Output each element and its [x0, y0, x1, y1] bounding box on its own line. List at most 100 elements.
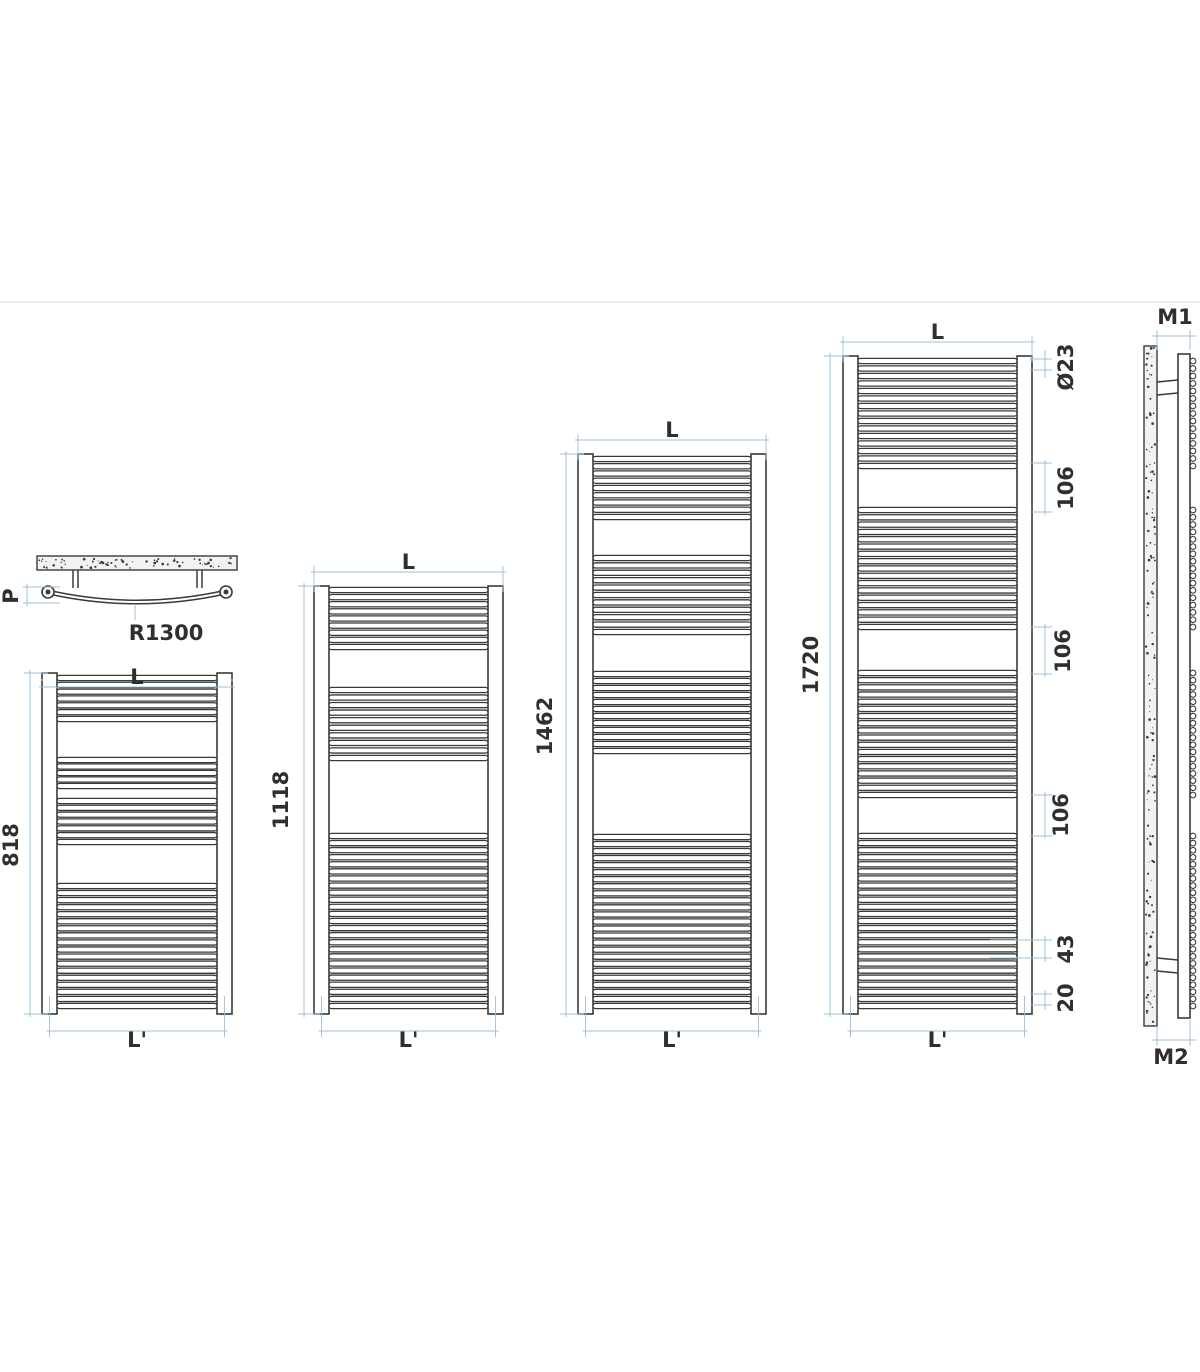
side-bar-end: [1189, 357, 1197, 365]
towel-bar: [857, 372, 1018, 380]
towel-bar: [56, 882, 218, 890]
towel-bar: [857, 447, 1018, 455]
wall-speck: [1153, 559, 1156, 562]
wall-speck: [176, 560, 179, 564]
side-bar-end: [1189, 676, 1197, 684]
wall-speck: [1145, 996, 1148, 999]
wall-speck: [1145, 961, 1149, 964]
towel-bar: [857, 741, 1018, 749]
wall-speck: [1151, 590, 1153, 593]
wall-speck: [1145, 932, 1148, 935]
wall-speck: [41, 558, 44, 561]
top-view-wall-texture: [38, 556, 232, 570]
wall-speck: [1153, 525, 1156, 529]
wall-speck: [129, 567, 131, 569]
towel-bar: [592, 628, 752, 636]
pitch-label: 43: [1054, 934, 1078, 963]
wall-speck: [52, 564, 55, 567]
wall-speck: [1146, 357, 1149, 360]
collector-left: [41, 672, 58, 1015]
towel-bar: [328, 586, 489, 594]
wall-speck: [115, 566, 117, 568]
towel-bar: [56, 674, 218, 682]
towel-bar: [328, 910, 489, 918]
side-bar-end: [1189, 960, 1197, 967]
wall-speck: [1150, 374, 1153, 376]
side-view-bracket-top: [1156, 379, 1179, 383]
towel-bar: [56, 776, 218, 783]
towel-bar: [592, 554, 752, 562]
wall-speck: [120, 558, 123, 561]
wall-speck: [1146, 799, 1148, 801]
front-view-3: LL'1462: [533, 418, 769, 1052]
towel-bar: [857, 924, 1018, 932]
wall-speck: [157, 557, 160, 561]
wall-speck: [98, 562, 101, 565]
side-bar-end: [1189, 719, 1197, 727]
side-bar-end: [1189, 528, 1197, 536]
wall-speck: [204, 563, 207, 565]
towel-bar: [56, 825, 218, 832]
towel-bar: [857, 839, 1018, 847]
side-bar-end: [1189, 974, 1197, 982]
side-bar-end: [1189, 684, 1197, 691]
towel-bar: [328, 629, 489, 637]
wall-speck: [1147, 902, 1150, 905]
wall-speck: [1151, 422, 1154, 425]
towel-bar: [857, 425, 1018, 432]
wall-speck: [1153, 581, 1155, 583]
side-bar-end: [1189, 601, 1197, 609]
towel-bar: [857, 903, 1018, 911]
towel-bar: [857, 868, 1018, 875]
wall-speck: [1146, 889, 1149, 892]
side-bar-end: [1189, 513, 1197, 521]
side-bar-end: [1189, 784, 1197, 792]
wall-speck: [1151, 1006, 1154, 1009]
towel-bar: [857, 967, 1018, 974]
wall-speck: [1145, 913, 1148, 916]
towel-bar: [857, 594, 1018, 602]
wall-speck: [1151, 764, 1153, 766]
towel-bar: [857, 579, 1018, 587]
towel-bar: [56, 910, 218, 918]
towel-bar: [857, 417, 1018, 425]
side-bar-end: [1189, 698, 1197, 706]
wall-speck: [152, 564, 155, 567]
height-label: 1462: [533, 697, 557, 755]
wall-speck: [1146, 602, 1150, 605]
wall-speck: [1149, 373, 1151, 375]
side-bar-end: [1189, 832, 1197, 840]
towel-bar: [592, 599, 752, 606]
collector-left: [577, 453, 594, 1015]
wall-speck: [1147, 790, 1150, 793]
wall-speck: [1153, 775, 1157, 778]
towel-bar: [592, 932, 752, 939]
wall-speck: [145, 560, 148, 563]
tube-diameter-label: Ø23: [1054, 343, 1078, 390]
wall-speck: [1148, 808, 1150, 811]
wall-speck: [1150, 731, 1152, 734]
wall-speck: [1148, 775, 1150, 777]
towel-bar: [857, 521, 1018, 528]
wall-speck: [207, 561, 210, 565]
towel-bar: [857, 514, 1018, 521]
wall-speck: [1150, 591, 1152, 593]
towel-bar: [857, 365, 1018, 372]
wall-speck: [1152, 556, 1155, 559]
towel-bar: [56, 811, 218, 818]
wall-speck: [153, 561, 157, 565]
towel-bar: [592, 691, 752, 699]
towel-bar: [328, 754, 489, 762]
wall-speck: [1151, 356, 1153, 358]
towel-bar: [857, 763, 1018, 770]
wall-speck: [1151, 931, 1154, 934]
towel-bar: [328, 832, 489, 840]
wall-speck: [41, 560, 43, 562]
front-view-4: LL'1720: [799, 320, 1035, 1052]
towel-bar: [857, 357, 1018, 365]
towel-bar: [592, 1002, 752, 1010]
towel-bar: [857, 960, 1018, 967]
towel-bar: [56, 960, 218, 967]
wall-speck: [1152, 519, 1156, 522]
wall-speck: [43, 566, 45, 569]
